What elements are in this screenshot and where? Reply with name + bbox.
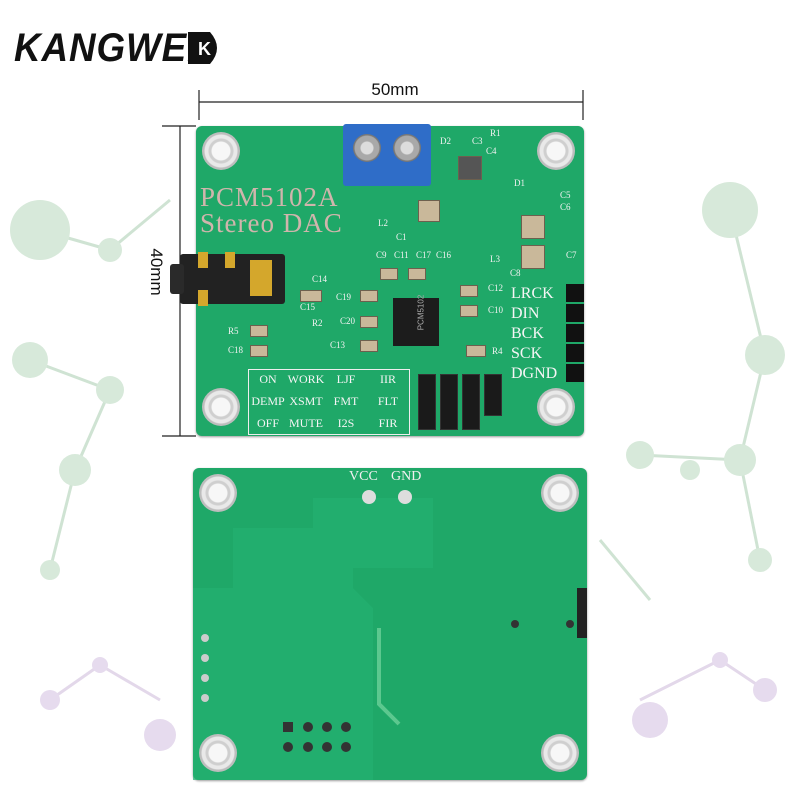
table-cell: XSMT (289, 394, 323, 408)
audio-jack (170, 252, 285, 306)
screw-left (353, 134, 381, 162)
table-cell: WORK (287, 372, 325, 386)
silk-label: D2 (440, 136, 451, 146)
capacitor (458, 156, 482, 180)
silk-label: C17 (416, 250, 432, 260)
capacitor (460, 285, 478, 297)
pin-label-lrck: LRCK (511, 285, 554, 302)
capacitor (460, 305, 478, 317)
silk-label: C8 (510, 268, 521, 278)
silk-label: C16 (436, 250, 452, 260)
silk-label: R2 (312, 318, 323, 328)
silk-label: C14 (312, 274, 328, 284)
pcb-title: PCM5102A Stereo DAC (200, 182, 343, 238)
header-pin-dgnd (566, 364, 584, 382)
table-cell: IIR (380, 372, 396, 386)
silk-label: R1 (490, 128, 501, 138)
capacitor (521, 245, 545, 269)
pin-label-dgnd: DGND (511, 365, 558, 382)
silk-label: C10 (488, 305, 504, 315)
silk-label: C3 (472, 136, 483, 146)
silk-label: C12 (488, 283, 504, 293)
mount-hole-bottom-left (202, 388, 240, 426)
capacitor (380, 268, 398, 280)
mount-hole-bottom-board-top-left (199, 474, 237, 512)
silk-label: C5 (560, 190, 571, 200)
silk-label: L2 (378, 218, 388, 228)
header-pin-din (566, 304, 584, 322)
pcb-title-line1: PCM5102A (200, 182, 339, 212)
silk-label: L3 (490, 254, 500, 264)
pin-label-bck: BCK (511, 325, 544, 342)
table-cell: FMT (333, 394, 359, 408)
brand-logo-text: KANGWEI (14, 26, 199, 70)
silk-label: C1 (396, 232, 407, 242)
silk-label: C7 (566, 250, 577, 260)
screw-right (393, 134, 421, 162)
silk-label: C19 (336, 292, 352, 302)
table-cell: OFF (256, 416, 279, 430)
header-pin-lrck (566, 284, 584, 302)
dac-chip: PCM5102 (393, 294, 439, 346)
capacitor (360, 340, 378, 352)
capacitor (408, 268, 426, 280)
resistor (466, 345, 486, 357)
table-cell: FLT (377, 394, 399, 408)
brand-logo-mark: K (198, 39, 211, 59)
bottom-copper-pour (193, 490, 587, 780)
header-pin-bck (566, 324, 584, 342)
capacitor (250, 345, 268, 357)
table-cell: FIR (378, 416, 398, 430)
silk-label: R5 (228, 326, 239, 336)
vcc-label: VCC (349, 469, 378, 484)
mount-hole-top-left (202, 132, 240, 170)
capacitor (418, 200, 440, 222)
jumper (462, 374, 480, 430)
screw-terminal (343, 124, 431, 186)
table-cell: LJF (336, 372, 356, 386)
silk-label: C4 (486, 146, 497, 156)
table-cell: MUTE (289, 416, 323, 430)
mount-hole-bottom-board-bottom-right (541, 734, 579, 772)
height-dimension-label: 40mm (147, 248, 166, 296)
brand-logo-icon: K (188, 32, 217, 64)
capacitor (360, 316, 378, 328)
mount-hole-bottom-right (537, 388, 575, 426)
jumper (484, 374, 502, 416)
table-cell: DEMP (251, 394, 285, 408)
pin-label-din: DIN (511, 305, 540, 322)
config-table (248, 369, 410, 435)
mount-hole-bottom-board-bottom-left (199, 734, 237, 772)
jumper (440, 374, 458, 430)
silk-label: C11 (394, 250, 409, 260)
silk-label: C13 (330, 340, 346, 350)
silk-label: C18 (228, 345, 244, 355)
pin-label-sck: SCK (511, 345, 543, 362)
mount-hole-bottom-board-top-right (541, 474, 579, 512)
capacitor (300, 290, 322, 302)
jumper (418, 374, 436, 430)
gnd-label: GND (391, 469, 422, 484)
resistor (250, 325, 268, 337)
silk-label: C6 (560, 202, 571, 212)
width-dimension-label: 50mm (371, 80, 419, 99)
pcb-title-line2: Stereo DAC (200, 208, 343, 238)
table-cell: I2S (337, 416, 355, 430)
header-pin-sck (566, 344, 584, 362)
silk-label: C20 (340, 316, 356, 326)
silk-label: C15 (300, 302, 316, 312)
capacitor (360, 290, 378, 302)
silk-label: R4 (492, 346, 503, 356)
mount-hole-top-right (537, 132, 575, 170)
silk-label: D1 (514, 178, 525, 188)
capacitor (521, 215, 545, 239)
silk-label: C9 (376, 250, 387, 260)
table-cell: ON (259, 372, 277, 386)
dac-chip-label: PCM5102 (416, 294, 426, 331)
